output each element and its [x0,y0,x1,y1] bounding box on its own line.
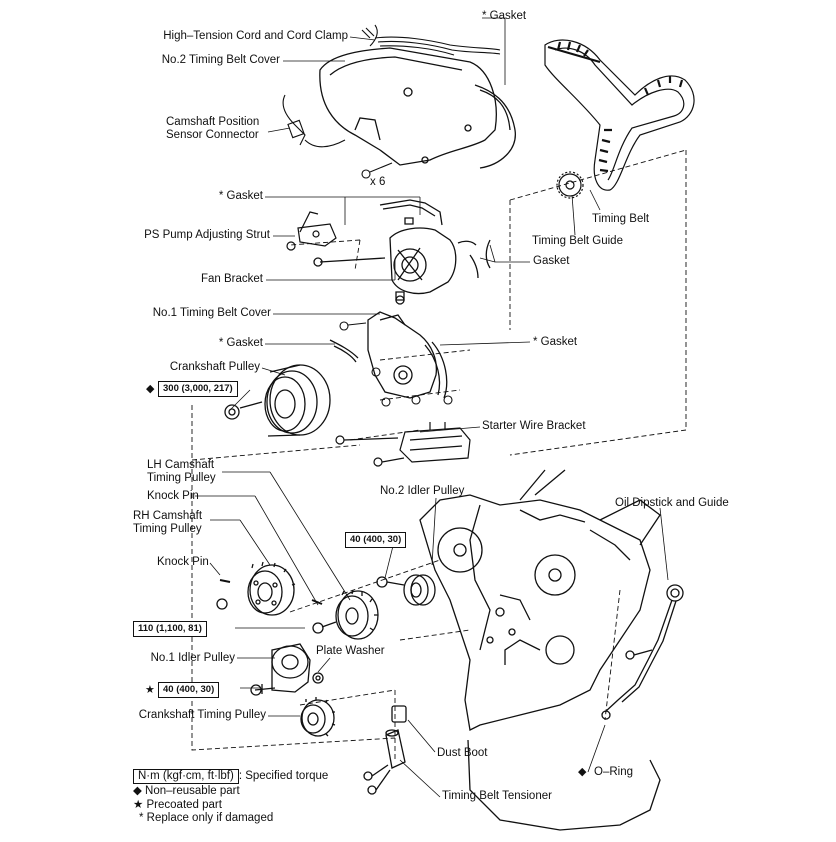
torque-cam-bolt: 110 (1,100, 81) [133,621,207,637]
no1-idler-pulley [250,643,324,696]
oil-dipstick-and-guide [601,584,684,720]
legend-torque-unit: N·m (kgf·cm, ft·lbf): Specified torque [133,769,328,784]
label-dust-boot: Dust Boot [437,747,488,759]
label-plate-washer: Plate Washer [316,645,385,657]
label-gasket-left: * Gasket [218,337,263,349]
leader-lines [195,17,669,798]
no1-timing-belt-cover [329,311,448,399]
torque-no1-idler: 40 (400, 30) [158,682,220,698]
label-ps-pump-strut: PS Pump Adjusting Strut [144,229,270,241]
fan-bracket [313,227,457,305]
rh-camshaft-pulley [216,561,296,616]
label-lh-camshaft-line1: LH Camshaft [147,459,215,471]
legend-unit-desc: : Specified torque [238,770,329,782]
crankshaft-timing-pulley [300,697,336,737]
label-gasket-top: * Gasket [482,10,527,22]
no2-idler-pulley [376,574,436,606]
label-gasket-mid: * Gasket [218,190,263,202]
star-mark-no1-idler: ★ [145,684,155,696]
timing-belt-tensioner [363,705,407,795]
label-timing-belt-tensioner: Timing Belt Tensioner [442,790,552,802]
label-fan-bracket: Fan Bracket [201,273,263,285]
timing-belt [544,39,695,191]
cam-sensor-connector [282,94,346,148]
label-crankshaft-timing-pulley: Crankshaft Timing Pulley [138,709,266,721]
label-cam-sensor-line2: Sensor Connector [166,129,259,141]
starter-wire-bracket [335,422,471,467]
legend-unit-box: N·m (kgf·cm, ft·lbf) [133,769,239,784]
label-gasket-right2: * Gasket [533,336,578,348]
high-tension-cords [361,24,501,56]
label-crankshaft-pulley: Crankshaft Pulley [169,361,260,373]
label-no1-timing-belt-cover: No.1 Timing Belt Cover [152,307,271,319]
diamond-mark-o-ring: ◆ [578,766,587,778]
label-rh-camshaft-line2: Timing Pulley [133,523,202,535]
label-rh-camshaft-line1: RH Camshaft [133,510,203,522]
cover-screws [339,321,453,407]
lh-camshaft-pulley [311,589,379,640]
label-x6: x 6 [370,176,386,188]
label-timing-belt: Timing Belt [592,213,650,225]
torque-no2-idler: 40 (400, 30) [345,532,407,548]
label-knock-pin-1: Knock Pin [147,490,199,502]
label-knock-pin-2: Knock Pin [157,556,209,568]
timing-belt-guide [556,171,584,199]
label-cam-sensor-line1: Camshaft Position [166,116,260,128]
label-timing-belt-guide: Timing Belt Guide [532,235,623,247]
label-starter-wire-bracket: Starter Wire Bracket [482,420,586,432]
label-gasket-right: Gasket [533,255,570,267]
label-o-ring: O–Ring [594,766,633,778]
gasket-strips [379,199,491,279]
label-no2-idler-pulley: No.2 Idler Pulley [380,485,465,497]
label-lh-camshaft-line2: Timing Pulley [147,472,216,484]
diamond-mark-crank-bolt: ◆ [146,383,155,395]
label-no2-timing-belt-cover: No.2 Timing Belt Cover [161,54,280,66]
torque-crank-bolt: 300 (3,000, 217) [158,381,238,397]
legend-replace: * Replace only if damaged [139,812,274,824]
no2-timing-belt-cover [319,47,516,169]
label-no1-idler-pulley: No.1 Idler Pulley [150,652,235,664]
crankshaft-pulley [224,364,331,437]
cover-bolts [361,162,393,179]
legend-non-reusable: ◆ Non–reusable part [133,785,240,797]
dashed-assembly-lines [191,149,687,760]
legend-precoated: ★ Precoated part [133,799,222,811]
engine-block [419,469,661,831]
ps-pump-strut [286,211,337,251]
label-oil-dipstick: Oil Dipstick and Guide [615,497,729,509]
label-high-tension-cord: High–Tension Cord and Cord Clamp [163,30,348,42]
